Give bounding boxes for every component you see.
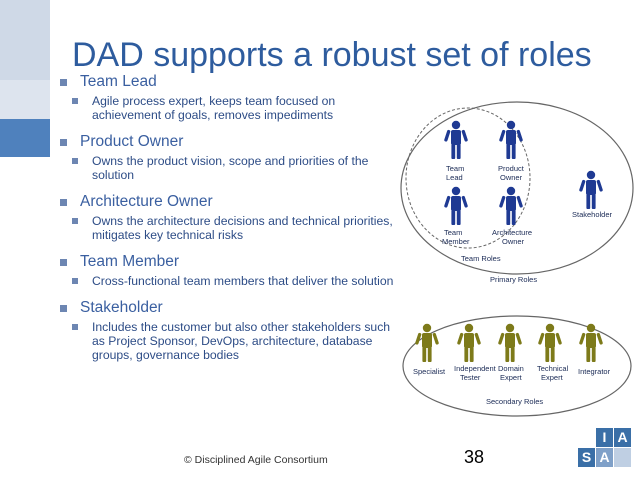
role-item: Team Lead Agile process expert, keeps te…: [58, 72, 403, 122]
role-item: Team Member Cross-functional team member…: [58, 252, 403, 288]
page-number: 38: [464, 447, 485, 467]
product-owner-figure: [498, 120, 524, 159]
slide-title: DAD supports a robust set of roles: [72, 36, 592, 74]
specialist-figure: [414, 323, 440, 362]
secondary-roles-circle: [402, 315, 632, 417]
role-name: Team Lead: [80, 73, 157, 90]
role-description: Cross-functional team members that deliv…: [92, 274, 394, 288]
role-item: Stakeholder Includes the customer but al…: [58, 298, 403, 362]
decor-bar-accent: [0, 119, 50, 157]
decor-bar-middle: [0, 80, 50, 119]
stakeholder-label: Stakeholder: [572, 210, 613, 219]
primary-roles-label: Primary Roles: [490, 275, 537, 284]
team-roles-circle: [405, 107, 531, 249]
independent-tester-figure: [456, 323, 482, 362]
role-name: Stakeholder: [80, 299, 163, 316]
role-description: Owns the product vision, scope and prior…: [92, 154, 369, 182]
team-member-figure: [443, 186, 469, 225]
role-item: Architecture Owner Owns the architecture…: [58, 192, 403, 242]
role-list: Team Lead Agile process expert, keeps te…: [58, 72, 403, 372]
role-item: Product Owner Owns the product vision, s…: [58, 132, 403, 182]
decor-bar-bottom: [0, 157, 50, 478]
footer-copyright: © Disciplined Agile Consortium: [184, 454, 328, 466]
technical-expert-figure: [537, 323, 563, 362]
team-roles-label: Team Roles: [461, 254, 501, 263]
primary-roles-circle: [400, 101, 634, 275]
bullet-icon: [72, 278, 78, 284]
bullet-icon: [72, 218, 78, 224]
role-name: Architecture Owner: [80, 193, 213, 210]
bullet-icon: [72, 158, 78, 164]
stakeholder-figure: [578, 170, 604, 209]
dac-logo: I A S A: [578, 428, 632, 468]
bullet-icon: [60, 259, 67, 266]
domain-expert-figure: [497, 323, 523, 362]
bullet-icon: [60, 199, 67, 206]
role-description: Includes the customer but also other sta…: [92, 320, 391, 362]
role-name: Team Member: [80, 253, 180, 270]
secondary-roles-label: Secondary Roles: [486, 397, 543, 406]
bullet-icon: [60, 79, 67, 86]
specialist-label: Specialist: [413, 367, 446, 376]
role-name: Product Owner: [80, 133, 184, 150]
integrator-label: Integrator: [578, 367, 611, 376]
architecture-owner-figure: [498, 186, 524, 225]
integrator-figure: [578, 323, 604, 362]
bullet-icon: [72, 98, 78, 104]
bullet-icon: [60, 139, 67, 146]
bullet-icon: [72, 324, 78, 330]
bullet-icon: [60, 305, 67, 312]
team-lead-figure: [443, 120, 469, 159]
role-description: Agile process expert, keeps team focused…: [92, 94, 336, 122]
role-description: Owns the architecture decisions and tech…: [92, 214, 393, 242]
decor-bar-top: [0, 0, 50, 80]
